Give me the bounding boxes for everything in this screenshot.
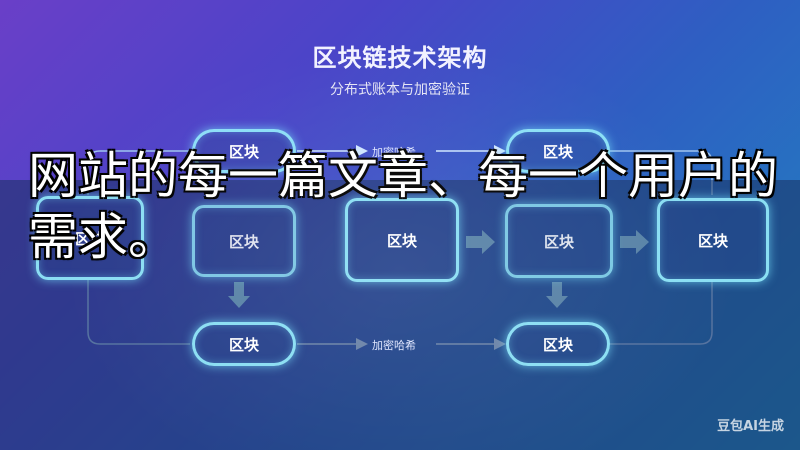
block-center: 区块 (345, 198, 459, 282)
block-label: 区块 (228, 142, 259, 161)
page-title: 区块链技术架构 (312, 44, 488, 72)
overlay-caption: 网站的每一篇文章、每一个用户的需求。 (28, 147, 778, 266)
block-label: 区块 (542, 142, 573, 161)
watermark: 豆包AI生成 (717, 419, 784, 434)
block-top-right: 区块 (506, 129, 610, 173)
block-label: 区块 (228, 335, 259, 354)
block-label: 区块 (386, 231, 417, 250)
overlay-band (0, 180, 800, 450)
block-top-left: 区块 (192, 129, 296, 173)
right-top-curve (610, 150, 713, 195)
left-top-curve (87, 150, 190, 195)
hash-label-top: 加密哈希 (372, 146, 416, 159)
block-center-right: 区块 (505, 204, 613, 278)
block-left: 区块 (36, 196, 144, 280)
block-label: 区块 (74, 229, 105, 248)
block-right: 区块 (657, 198, 769, 282)
block-label: 区块 (543, 232, 574, 251)
page-subtitle: 分布式账本与加密验证 (330, 82, 470, 98)
block-bottom-left: 区块 (192, 322, 296, 366)
block-label: 区块 (542, 335, 573, 354)
block-bottom-right: 区块 (506, 322, 610, 366)
hash-label-bottom: 加密哈希 (372, 339, 416, 352)
block-label: 区块 (697, 231, 728, 250)
block-center-left: 区块 (192, 205, 296, 277)
block-label: 区块 (228, 232, 259, 251)
